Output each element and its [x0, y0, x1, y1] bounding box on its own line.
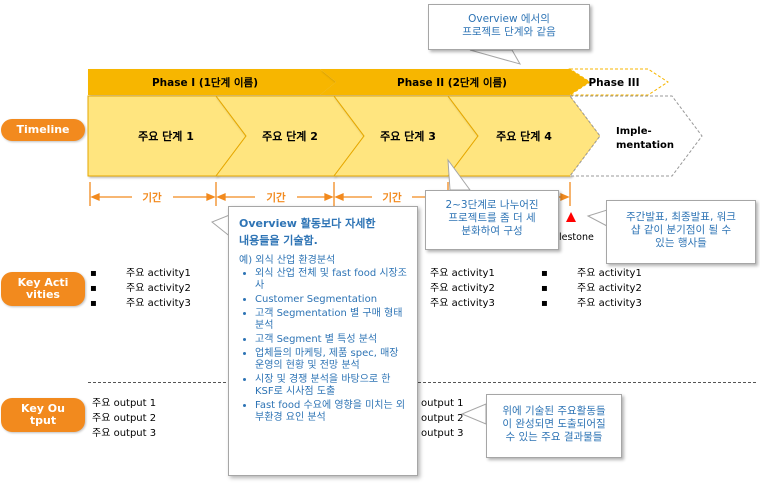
timeline-row-label: Timeline [1, 119, 85, 141]
key-activities-row-label-text: Key Acti vities [18, 277, 69, 301]
activity-item: ▪주요 activity2 [541, 283, 642, 294]
middle-callout-line-2: 프로젝트를 좀 더 세 [448, 212, 536, 224]
bottom-callout: 위에 기술된 주요활동들 이 완성되면 도출되어질 수 있는 주요 결과물들 [486, 394, 622, 458]
step-chevron-implementation [569, 95, 703, 177]
milestone-triangle-icon [566, 212, 576, 222]
middle-callout-line-3: 분화하여 구성 [461, 225, 523, 237]
activity-text: 주요 activity2 [126, 283, 191, 294]
right-callout-line-3: 있는 행사들 [655, 237, 707, 249]
step-label-2: 주요 단계 2 [262, 129, 318, 143]
activity-text: 주요 activity3 [126, 298, 191, 309]
activity-text: 주요 activity2 [577, 283, 642, 294]
detail-callout-title: Overview 활동보다 자세한 내용들을 기술함. [239, 215, 407, 249]
output-item: 주요 output 1 [92, 398, 157, 409]
top-callout-line-2: 프로젝트 단계와 같음 [462, 26, 556, 38]
period-bracket-1 [89, 182, 217, 206]
activity-text: 주요 activity1 [430, 268, 495, 279]
top-callout-pointer [469, 49, 522, 65]
phase-label-3: Phase III [588, 77, 639, 89]
phase-bar-2 [320, 69, 590, 95]
detail-item: Fast food 수요에 영향을 미치는 외부환경 요인 분석 [255, 400, 407, 424]
detail-item: Customer Segmentation [255, 294, 407, 306]
activity-list-col-4: ▪주요 activity1 ▪주요 activity2 ▪주요 activity… [541, 266, 642, 311]
detail-title-line-2: 내용들을 기술함. [239, 234, 318, 247]
activity-item: ▪주요 activity1 [541, 268, 642, 279]
milestone-label: Milestone [548, 232, 594, 243]
output-item: output 2 [421, 413, 464, 424]
timeline-row-label-text: Timeline [16, 123, 70, 136]
detail-item: 외식 산업 전체 및 fast food 시장조사 [255, 268, 407, 292]
implementation-label-line-1: Imple- [616, 126, 652, 137]
right-callout-line-1: 주간발표, 최종발표, 워크 [626, 211, 736, 223]
detail-title-line-1: Overview 활동보다 자세한 [239, 217, 376, 230]
activity-item: 주요 activity3 [430, 296, 495, 311]
phase-bar-3 [568, 68, 669, 96]
right-callout-line-2: 샵 같이 분기점이 될 수 [630, 224, 732, 236]
activity-list-col-3: 주요 activity1 주요 activity2 주요 activity3 [430, 266, 495, 311]
row-separator [88, 382, 756, 383]
key-output-row-label: Key Ou tput [1, 398, 85, 432]
key-activities-line-2: vities [26, 288, 60, 301]
period-label-3: 기간 [382, 191, 402, 204]
activity-item: 주요 activity1 [430, 266, 495, 281]
detail-callout: Overview 활동보다 자세한 내용들을 기술함. 예) 외식 산업 환경분… [228, 206, 418, 476]
activity-text: 주요 activity2 [430, 283, 495, 294]
bottom-callout-line-2: 이 완성되면 도출되어질 [502, 418, 606, 430]
activity-item: ▪주요 activity3 [541, 298, 642, 309]
step-label-1: 주요 단계 1 [138, 129, 194, 143]
implementation-label-line-2: mentation [616, 140, 674, 151]
bottom-callout-line-3: 수 있는 주요 결과물들 [505, 431, 603, 443]
middle-callout: 2~3단계로 나누어진 프로젝트를 좀 더 세 분화하여 구성 [425, 190, 559, 250]
key-output-row-label-text: Key Ou tput [21, 403, 65, 427]
output-item: output 1 [421, 398, 464, 409]
key-output-line-1: Key Ou [21, 402, 65, 415]
right-callout-pointer [586, 209, 608, 227]
detail-item: 고객 Segmentation 별 구매 형태 분석 [255, 308, 407, 332]
output-item: output 3 [421, 428, 464, 439]
activity-text: 주요 activity1 [577, 268, 642, 279]
phase-bar-1 [88, 69, 336, 95]
period-bracket-2 [216, 182, 335, 206]
detail-callout-example: 예) 외식 산업 환경분석 [239, 255, 336, 266]
bottom-callout-line-1: 위에 기술된 주요활동들 [502, 405, 606, 417]
right-callout: 주간발표, 최종발표, 워크 샵 같이 분기점이 될 수 있는 행사들 [606, 200, 756, 264]
detail-item: 시장 및 경쟁 분석을 바탕으로 한 KSF로 시사점 도출 [255, 374, 407, 398]
top-callout: Overview 에서의 프로젝트 단계와 같음 [428, 4, 590, 50]
activity-item: ▪주요 activity2 [90, 283, 191, 294]
output-list-col-3: output 1 output 2 output 3 [421, 396, 464, 441]
key-activities-line-1: Key Acti [17, 276, 69, 289]
activity-text: 주요 activity3 [430, 298, 495, 309]
activity-item: ▪주요 activity3 [90, 298, 191, 309]
bottom-callout-pointer [460, 403, 487, 425]
output-item: 주요 output 2 [92, 413, 157, 424]
detail-item: 업체들의 마케팅, 제품 spec, 매장운영의 현황 및 전망 분석 [255, 348, 407, 372]
activity-list-col-1: ▪주요 activity1 ▪주요 activity2 ▪주요 activity… [90, 266, 191, 311]
key-activities-row-label: Key Acti vities [1, 272, 85, 306]
activity-item: ▪주요 activity1 [90, 268, 191, 279]
activity-item: 주요 activity2 [430, 281, 495, 296]
detail-item: 고객 Segment 별 특성 분석 [255, 334, 407, 346]
activity-text: 주요 activity1 [126, 268, 191, 279]
output-list-col-1: 주요 output 1 주요 output 2 주요 output 3 [92, 396, 156, 441]
top-callout-line-1: Overview 에서의 [468, 13, 550, 25]
output-item: 주요 output 3 [92, 428, 157, 439]
activity-text: 주요 activity3 [577, 298, 642, 309]
middle-callout-line-1: 2~3단계로 나누어진 [445, 199, 539, 211]
phase-label-2: Phase II (2단계 이름) [397, 76, 507, 89]
period-label-2: 기간 [266, 191, 286, 204]
key-output-line-2: tput [29, 414, 57, 427]
phase-label-1: Phase I (1단계 이름) [152, 76, 258, 89]
detail-callout-list: 외식 산업 전체 및 fast food 시장조사 Customer Segme… [239, 268, 407, 424]
step-label-3: 주요 단계 3 [380, 129, 436, 143]
step-label-4: 주요 단계 4 [496, 129, 552, 143]
period-label-1: 기간 [142, 191, 162, 204]
